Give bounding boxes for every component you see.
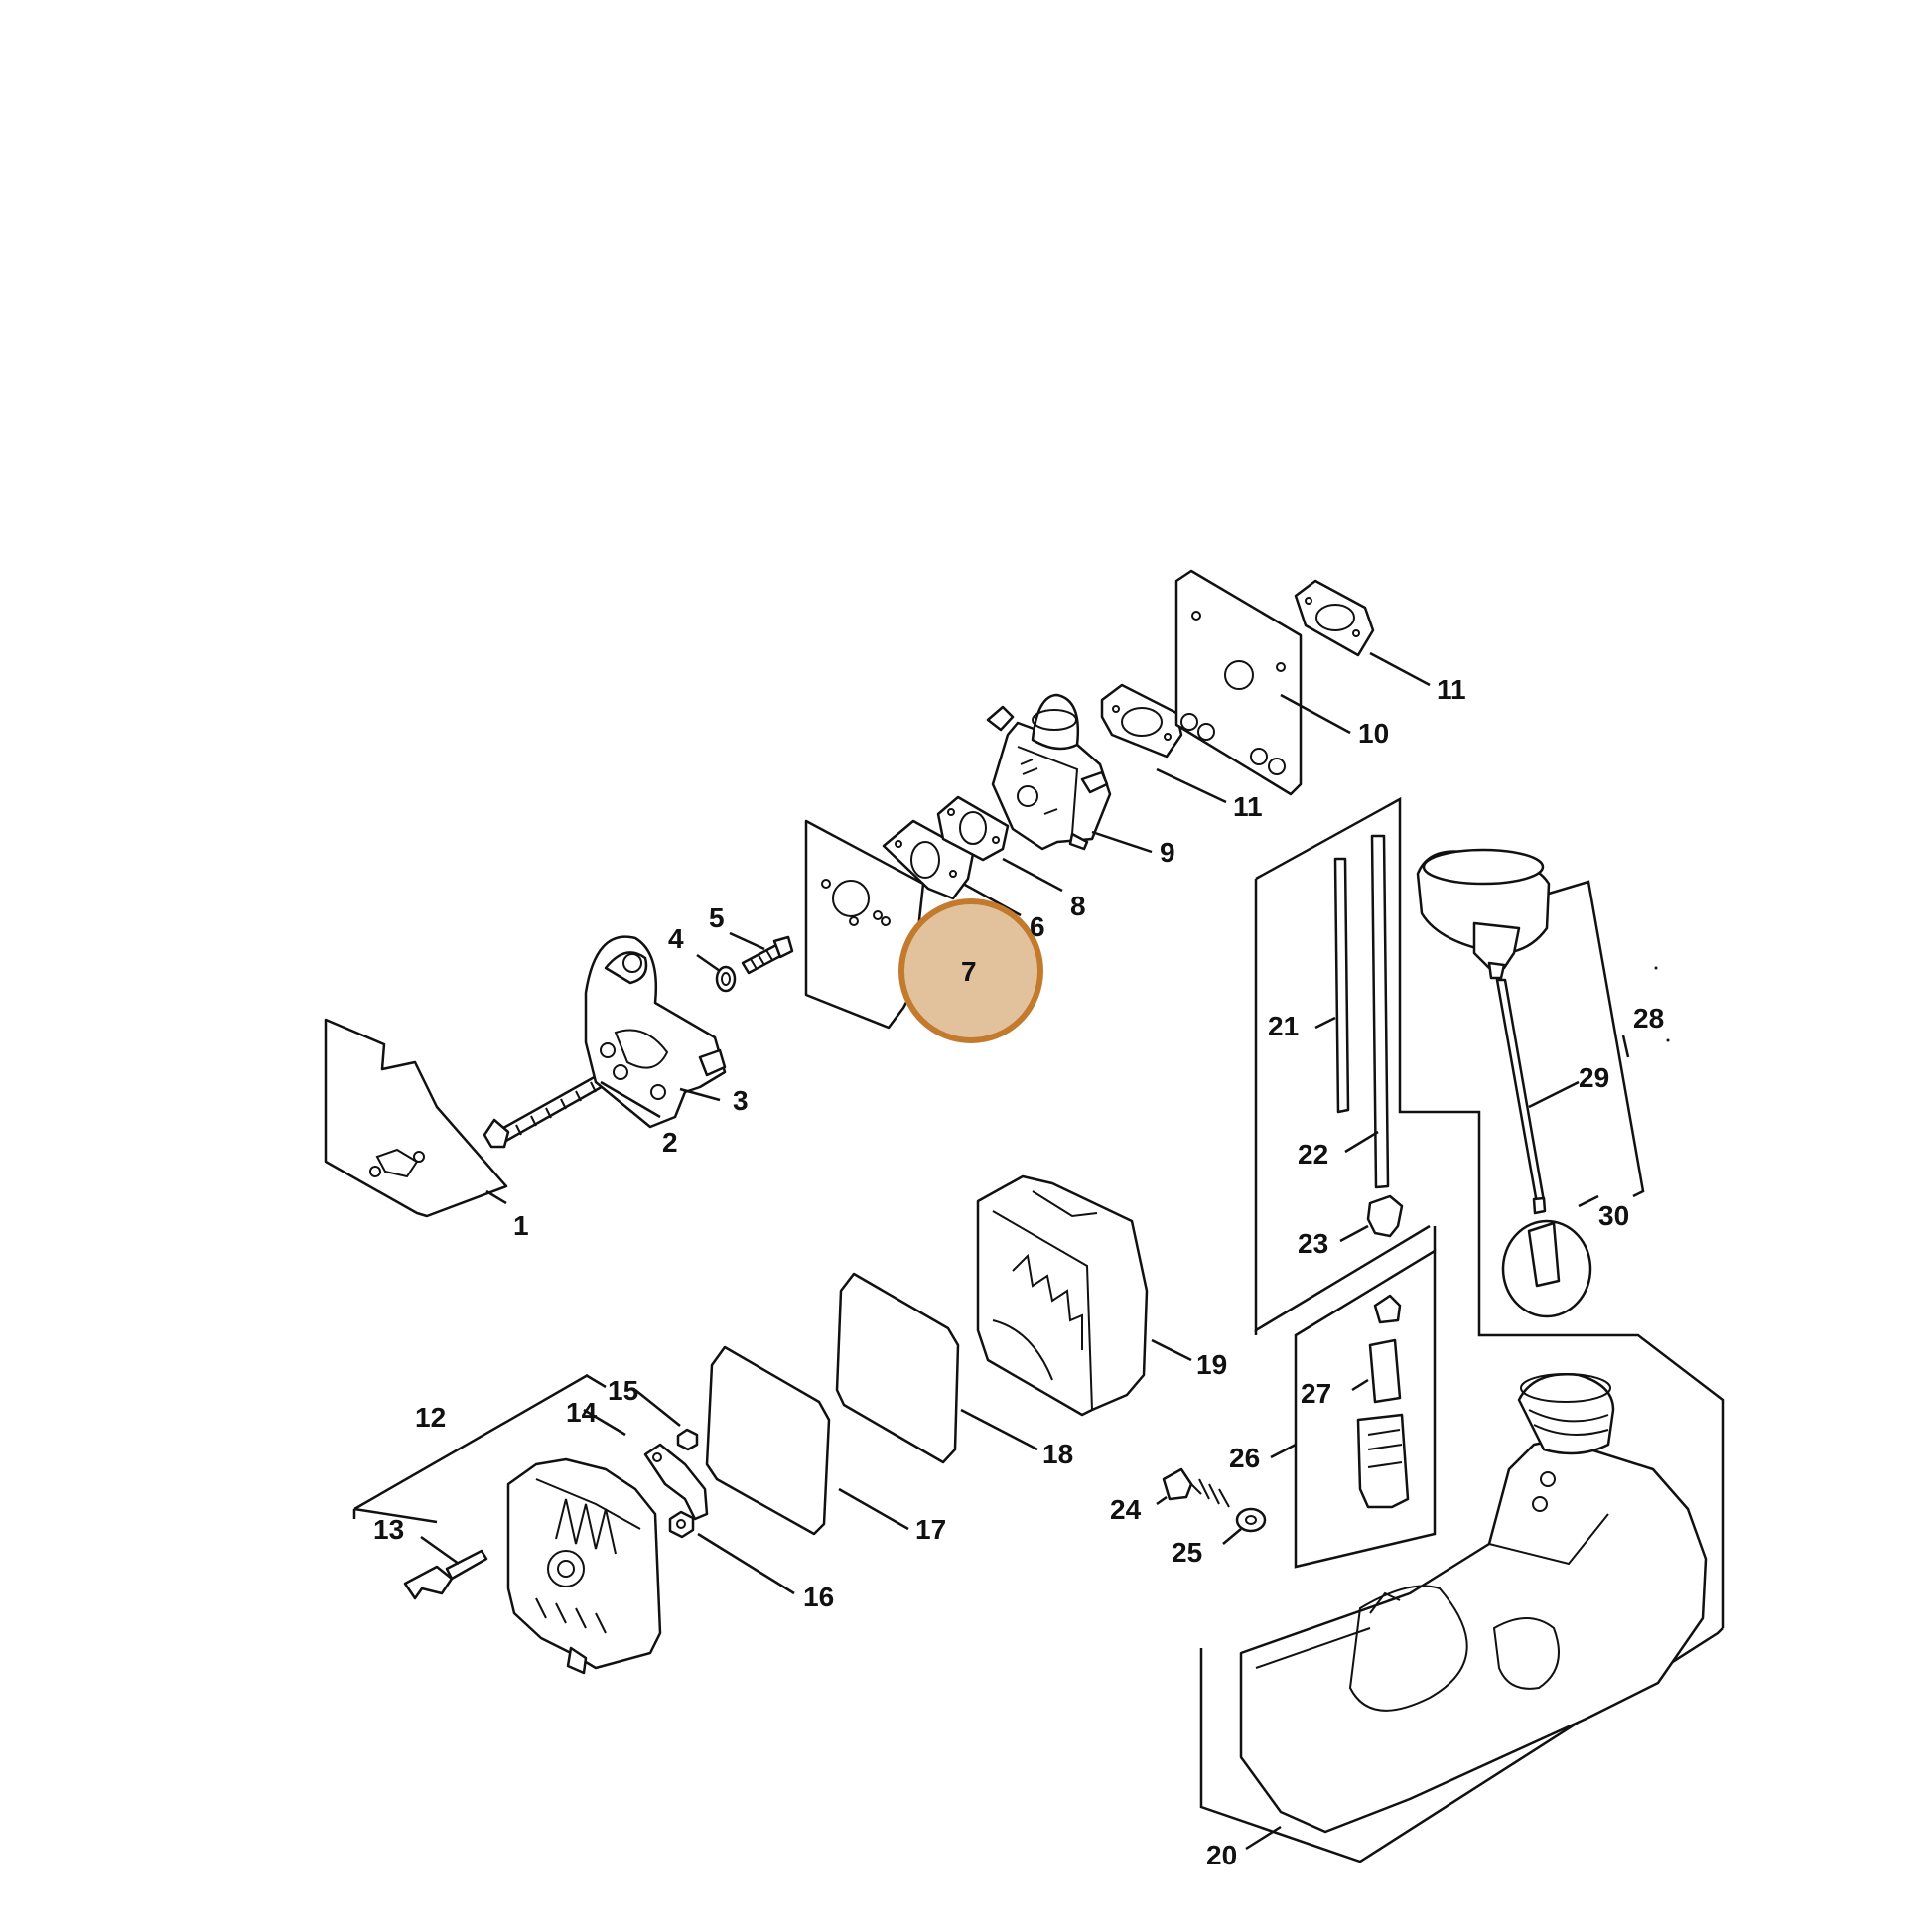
part-15-nut: [676, 1428, 699, 1451]
part-19-filter-housing: [976, 1174, 1149, 1417]
label-12[interactable]: 12: [415, 1402, 446, 1433]
part-11-gasket-lower: [1100, 683, 1183, 759]
highlight-circle[interactable]: [898, 898, 1043, 1043]
label-7[interactable]: 7: [961, 956, 977, 987]
part-26-bracket: [1294, 1248, 1437, 1569]
label-23[interactable]: 23: [1298, 1228, 1328, 1259]
part-28-fuel-cap: [1416, 848, 1551, 980]
part-2-screw: [483, 1063, 624, 1149]
part-12-bracket: [352, 1373, 607, 1519]
label-15[interactable]: 15: [608, 1375, 638, 1406]
part-20-bracket: [1199, 1627, 1724, 1863]
label-13[interactable]: 13: [373, 1514, 404, 1545]
part-27-fuel-filter: [1356, 1294, 1410, 1509]
label-5[interactable]: 5: [709, 902, 725, 933]
label-25[interactable]: 25: [1172, 1537, 1202, 1568]
part-3-flange: [584, 935, 727, 1129]
label-20[interactable]: 20: [1206, 1840, 1237, 1870]
part-labels: 1 2 3 4 5 6 7 8 9 10 11 11 12 13 14 15 1…: [373, 674, 1664, 1870]
part-11-gasket-upper: [1294, 579, 1375, 657]
part-29-suction-hose: [1495, 978, 1547, 1215]
label-30[interactable]: 30: [1598, 1200, 1629, 1231]
part-4-washer: [715, 965, 737, 993]
part-16-nut: [668, 1510, 695, 1539]
part-9-carburetor: [986, 693, 1112, 851]
part-28-bracket: [1548, 880, 1645, 1198]
label-27[interactable]: 27: [1301, 1378, 1331, 1409]
label-29[interactable]: 29: [1579, 1062, 1609, 1093]
part-8-gasket: [936, 795, 1010, 862]
part-22-hose: [1370, 834, 1390, 1189]
part-18-filter: [835, 1272, 960, 1464]
part-26-outer-bracket: [1254, 1226, 1437, 1335]
part-21-hose: [1333, 857, 1350, 1114]
label-3[interactable]: 3: [733, 1085, 749, 1116]
label-9[interactable]: 9: [1160, 837, 1175, 868]
part-1-gasket: [324, 1018, 508, 1218]
part-17-filter-pad: [705, 1345, 831, 1536]
label-14[interactable]: 14: [566, 1397, 598, 1428]
label-16[interactable]: 16: [803, 1582, 834, 1612]
part-20-fuel-tank: [1239, 1373, 1708, 1834]
label-11-upper[interactable]: 11: [1437, 674, 1466, 705]
label-18[interactable]: 18: [1042, 1439, 1073, 1469]
label-6[interactable]: 6: [1030, 911, 1045, 942]
part-12-muffler: [506, 1457, 662, 1675]
part-25-washer: [1235, 1507, 1267, 1533]
part-13-bracket-piece: [403, 1549, 488, 1600]
label-1[interactable]: 1: [513, 1210, 529, 1241]
label-28[interactable]: 28: [1633, 1003, 1664, 1034]
part-14-clip: [643, 1443, 709, 1521]
label-21[interactable]: 21: [1268, 1011, 1299, 1041]
label-19[interactable]: 19: [1196, 1349, 1227, 1380]
part-6-flange: [882, 819, 975, 900]
label-22[interactable]: 22: [1298, 1139, 1328, 1170]
stray-dot: [1654, 966, 1658, 970]
part-7-gasket: [804, 819, 925, 1030]
label-4[interactable]: 4: [668, 923, 684, 954]
label-8[interactable]: 8: [1070, 891, 1086, 921]
label-10[interactable]: 10: [1358, 718, 1389, 749]
label-17[interactable]: 17: [915, 1514, 946, 1545]
label-26[interactable]: 26: [1229, 1443, 1260, 1473]
label-24[interactable]: 24: [1110, 1494, 1142, 1525]
part-30-pickup-body: [1501, 1219, 1592, 1318]
part-24-fitting: [1162, 1467, 1230, 1508]
part-23-grommet: [1366, 1194, 1404, 1238]
label-11-lower[interactable]: 11: [1233, 791, 1263, 822]
part-10-plate: [1174, 569, 1303, 796]
part-5-bolt: [741, 935, 794, 975]
label-2[interactable]: 2: [662, 1127, 678, 1158]
stray-dot: [1666, 1038, 1670, 1042]
leader-lines: [353, 651, 1630, 1851]
